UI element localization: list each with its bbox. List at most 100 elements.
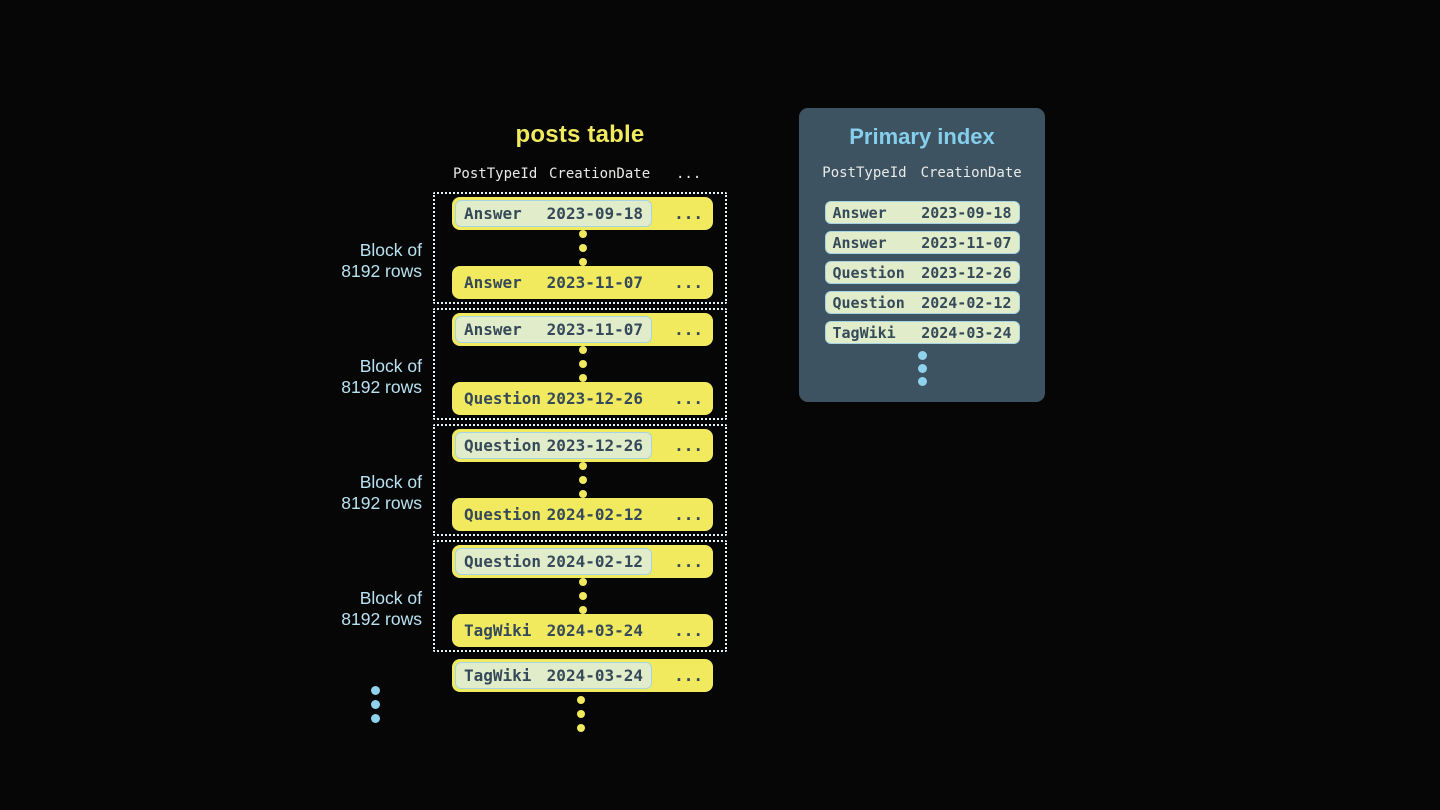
creation-date-cell: 2023-12-26 <box>546 389 643 408</box>
block-label-line1: Block of <box>359 240 422 260</box>
hidden-rows-dots <box>452 230 713 266</box>
creation-date-cell: 2024-02-12 <box>546 552 643 571</box>
column-header-posttypeid: PostTypeId <box>822 165 907 181</box>
primary-index-entries: Answer 2023-09-18 Answer 2023-11-07 Ques… <box>799 201 1045 344</box>
dot <box>578 606 587 614</box>
index-entry: Question 2024-02-12 <box>824 291 1020 314</box>
post-type-cell: Answer <box>464 204 522 223</box>
dot <box>578 374 587 382</box>
dot <box>371 686 380 695</box>
dot <box>577 710 585 718</box>
more-columns-ellipsis: ... <box>674 320 703 339</box>
more-columns-ellipsis: ... <box>674 666 703 685</box>
table-row-block-first: Answer 2023-09-18 ... <box>452 197 713 230</box>
creation-date-cell: 2023-12-26 <box>921 263 1012 282</box>
block-size-label: Block of 8192 rows <box>282 240 422 282</box>
creation-date-cell: 2023-11-07 <box>546 320 643 339</box>
posts-table-blocks: Block of 8192 rows Answer 2023-09-18 ...… <box>341 192 727 656</box>
posts-table-column-headers: PostTypeId CreationDate ... <box>433 166 727 182</box>
primary-index-panel: Primary index PostTypeId CreationDate An… <box>799 108 1045 402</box>
block-label-line2: 8192 rows <box>341 377 422 397</box>
row-block: Block of 8192 rows Question 2023-12-26 .… <box>341 424 727 536</box>
more-columns-ellipsis: ... <box>674 273 703 292</box>
primary-index-title: Primary index <box>849 124 995 149</box>
dot <box>578 490 587 498</box>
post-type-cell: TagWiki <box>464 666 532 685</box>
dot <box>917 377 927 386</box>
more-blocks-dots <box>371 686 380 723</box>
posts-table-title: posts table <box>515 121 645 148</box>
more-rows-dots <box>577 696 585 732</box>
table-row-block-last: TagWiki 2024-03-24 ... <box>452 614 713 647</box>
dot <box>578 258 587 266</box>
more-columns-ellipsis: ... <box>674 204 703 223</box>
block-label-line2: 8192 rows <box>341 609 422 629</box>
index-entry: Question 2023-12-26 <box>824 261 1020 284</box>
post-type-cell: Answer <box>832 233 887 252</box>
dot <box>578 476 587 484</box>
row-block: Block of 8192 rows Answer 2023-11-07 ...… <box>341 308 727 420</box>
column-header-creationdate: CreationDate <box>549 166 651 182</box>
block-label-line1: Block of <box>359 356 422 376</box>
index-entry: TagWiki 2024-03-24 <box>824 321 1020 344</box>
dot <box>917 351 927 360</box>
row-cells: TagWiki 2024-03-24 <box>455 617 652 644</box>
column-header-creationdate: CreationDate <box>920 165 1022 181</box>
creation-date-cell: 2024-03-24 <box>921 323 1012 342</box>
row-cells: Question 2024-02-12 <box>455 501 652 528</box>
indexed-row-highlight: Answer 2023-09-18 <box>455 200 652 227</box>
primary-index-column-headers: PostTypeId CreationDate <box>799 164 1045 182</box>
creation-date-cell: 2023-09-18 <box>546 204 643 223</box>
hidden-rows-dots <box>452 346 713 382</box>
dot <box>577 696 585 704</box>
block-label-line2: 8192 rows <box>341 493 422 513</box>
dot <box>578 230 587 238</box>
creation-date-cell: 2024-03-24 <box>546 666 643 685</box>
creation-date-cell: 2024-02-12 <box>921 293 1012 312</box>
indexed-row-highlight: TagWiki 2024-03-24 <box>455 662 652 689</box>
block-size-label: Block of 8192 rows <box>282 356 422 398</box>
index-entry: Answer 2023-09-18 <box>824 201 1020 224</box>
table-row-next-block-first: TagWiki 2024-03-24 ... <box>452 659 713 692</box>
post-type-cell: Question <box>832 293 905 312</box>
dot <box>917 364 927 373</box>
block-size-label: Block of 8192 rows <box>282 472 422 514</box>
post-type-cell: Question <box>832 263 905 282</box>
row-block: Block of 8192 rows Answer 2023-09-18 ...… <box>341 192 727 304</box>
indexed-row-highlight: Answer 2023-11-07 <box>455 316 652 343</box>
block-label-line1: Block of <box>359 472 422 492</box>
more-columns-ellipsis: ... <box>674 505 703 524</box>
indexed-row-highlight: Question 2023-12-26 <box>455 432 652 459</box>
post-type-cell: Question <box>464 389 542 408</box>
creation-date-cell: 2023-12-26 <box>546 436 643 455</box>
creation-date-cell: 2024-03-24 <box>546 621 643 640</box>
block-label-line2: 8192 rows <box>341 261 422 281</box>
dot <box>578 346 587 354</box>
row-cells: Answer 2023-11-07 <box>455 269 652 296</box>
post-type-cell: TagWiki <box>832 323 896 342</box>
dot <box>578 578 587 586</box>
post-type-cell: Answer <box>464 273 522 292</box>
post-type-cell: TagWiki <box>464 621 532 640</box>
post-type-cell: Question <box>464 552 542 571</box>
block-label-line1: Block of <box>359 588 422 608</box>
table-row-block-last: Question 2023-12-26 ... <box>452 382 713 415</box>
hidden-rows-dots <box>452 462 713 498</box>
creation-date-cell: 2023-11-07 <box>546 273 643 292</box>
table-row-block-last: Question 2024-02-12 ... <box>452 498 713 531</box>
creation-date-cell: 2024-02-12 <box>546 505 643 524</box>
dot <box>371 700 380 709</box>
post-type-cell: Question <box>464 505 542 524</box>
table-row-block-first: Question 2024-02-12 ... <box>452 545 713 578</box>
block-size-label: Block of 8192 rows <box>282 588 422 630</box>
dot <box>578 592 587 600</box>
hidden-rows-dots <box>452 578 713 614</box>
row-block: Block of 8192 rows Question 2024-02-12 .… <box>341 540 727 652</box>
more-columns-ellipsis: ... <box>674 621 703 640</box>
post-type-cell: Question <box>464 436 542 455</box>
indexed-row-highlight: Question 2024-02-12 <box>455 548 652 575</box>
table-row-block-first: Answer 2023-11-07 ... <box>452 313 713 346</box>
more-index-entries-dots <box>799 351 1045 386</box>
row-cells: Question 2023-12-26 <box>455 385 652 412</box>
